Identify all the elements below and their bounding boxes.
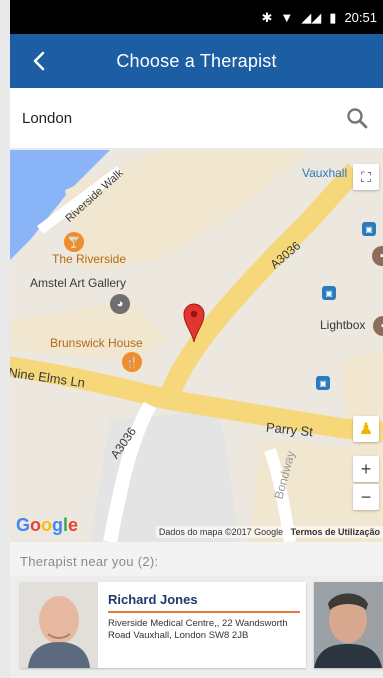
gallery-icon[interactable]: ◕ [110,294,130,314]
street-view-icon[interactable]: ♟ [353,416,379,442]
transit-icon-1[interactable]: ▣ [362,222,376,236]
google-logo: Google [16,515,79,535]
map-terms-link[interactable]: Termos de Utilização [290,527,380,537]
search-icon[interactable] [345,106,369,130]
therapist-card-next[interactable] [314,582,383,668]
search-bar[interactable]: London [10,88,383,148]
back-button[interactable] [24,46,54,76]
back-arrow-icon [33,51,45,71]
therapists-heading: Therapist near you (2): [10,542,383,576]
map-label-vauxhall: Vauxhall [302,166,348,180]
map-label-brunswick-house: Brunswick House [50,336,143,350]
map-label-the-riverside: The Riverside [52,252,127,266]
therapist-address: Riverside Medical Centre,, 22 Wandsworth… [108,618,288,641]
therapist-carousel[interactable]: Richard Jones Riverside Medical Centre,,… [10,576,383,678]
wifi-icon: ▼ [280,9,294,25]
transit-icon-3[interactable]: ▣ [316,376,330,390]
map[interactable]: Riverside Walk Vauxhall 🍸 The Riverside … [10,150,383,542]
zoom-out-button[interactable]: − [353,484,379,510]
avatar [20,582,98,668]
place-icon[interactable]: ▪ [372,246,383,266]
search-input[interactable]: London [22,109,73,127]
place-icon-2[interactable]: ▪ [373,316,383,336]
page-title: Choose a Therapist [116,50,277,71]
signal-icon: ◢◢ [301,9,322,25]
map-attribution: Dados do mapa ©2017 Google Termos de Uti… [155,526,383,538]
avatar [314,582,383,668]
therapist-card[interactable]: Richard Jones Riverside Medical Centre,,… [20,582,306,668]
therapist-name: Richard Jones [108,592,300,613]
map-label-amstel-art-gallery: Amstel Art Gallery [30,276,127,290]
location-pin-icon[interactable] [182,302,206,342]
map-label-lightbox: Lightbox [320,318,366,332]
app-bar: Choose a Therapist [10,34,383,88]
bar-icon[interactable]: 🍸 [64,232,84,252]
map-data-credit: Dados do mapa ©2017 Google [158,527,284,537]
fullscreen-button[interactable]: ⛶ [353,164,379,190]
battery-icon: ▮ [329,9,337,25]
zoom-in-button[interactable]: + [353,456,379,482]
status-time: 20:51 [344,9,377,25]
transit-icon-2[interactable]: ▣ [322,286,336,300]
status-bar: ✱ ▼ ◢◢ ▮ 20:51 [10,0,383,34]
map-canvas [10,150,383,542]
bluetooth-icon: ✱ [261,9,273,25]
restaurant-icon[interactable]: 🍴 [122,352,142,372]
